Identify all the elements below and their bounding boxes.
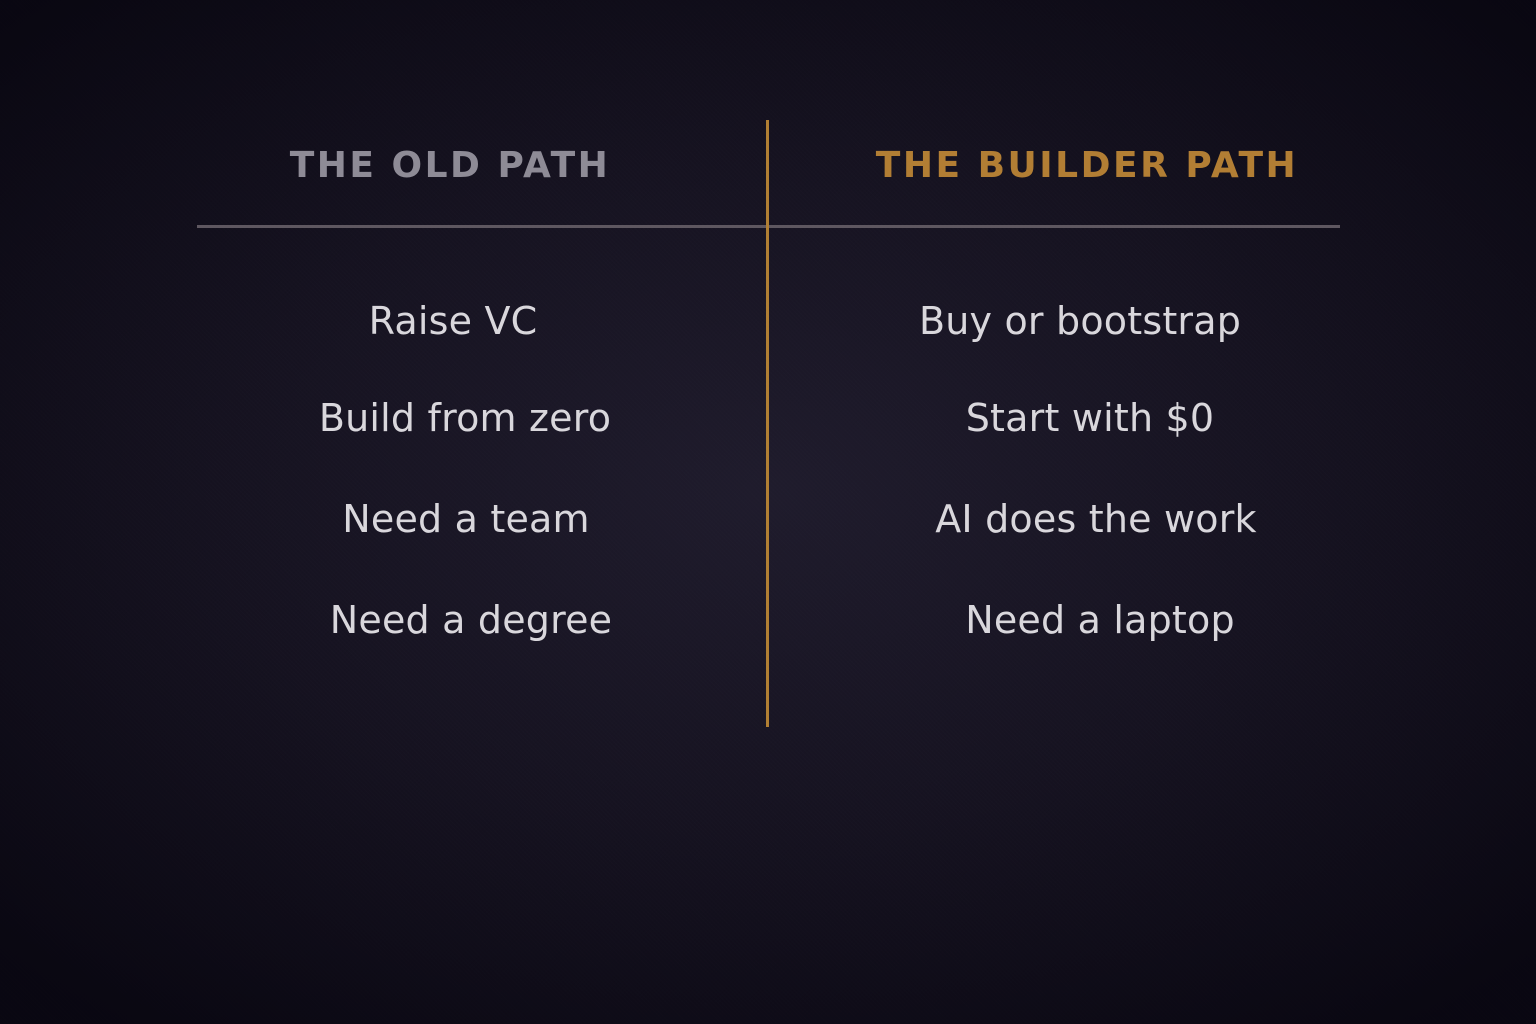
old-path-item: Need a degree (329, 598, 613, 642)
old-path-item: Build from zero (318, 396, 612, 440)
old-path-item: Need a team (342, 497, 590, 541)
builder-path-item: Buy or bootstrap (918, 299, 1242, 343)
old-path-item: Raise VC (368, 299, 538, 343)
column-divider (766, 120, 769, 727)
builder-path-item: Start with $0 (965, 396, 1215, 440)
old-path-heading: THE OLD PATH (289, 145, 611, 186)
builder-path-heading: THE BUILDER PATH (875, 145, 1299, 186)
builder-path-item: AI does the work (935, 497, 1257, 541)
builder-path-item: Need a laptop (965, 598, 1235, 642)
